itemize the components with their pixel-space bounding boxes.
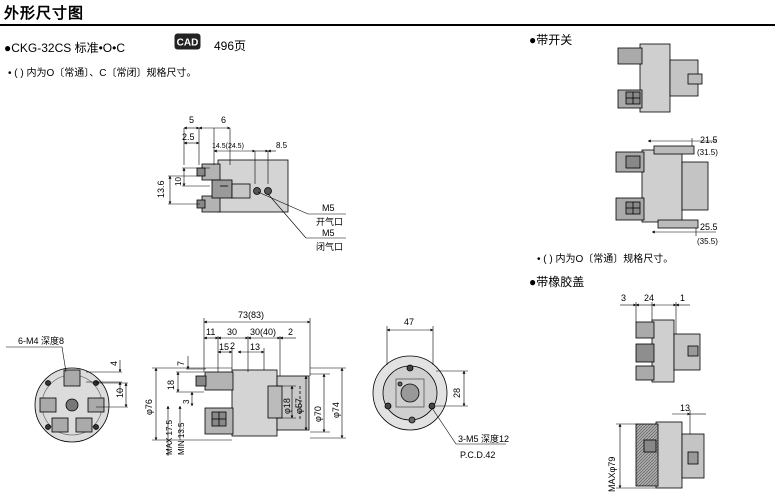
dim-2: 2: [288, 327, 293, 337]
rubber-top-view: [635, 319, 701, 383]
dim-4: 4: [109, 361, 119, 366]
label-close-port: 闭气口: [316, 241, 343, 252]
dim-73: 73(83): [238, 310, 264, 320]
dim-phi-70: φ70: [313, 406, 323, 422]
dim-18: 18: [166, 380, 176, 390]
dim-10-front: 10: [115, 388, 125, 398]
label-holes-m5: 3-M5 深度12: [458, 433, 509, 444]
dim-13: 13: [250, 342, 260, 352]
dim-phi-57: φ57: [294, 398, 304, 414]
dim-10: 10: [174, 177, 183, 186]
dim-30: 30: [227, 327, 237, 337]
label-open-port: 开气口: [316, 216, 343, 227]
dim-3-rubber: 3: [621, 293, 626, 303]
dim-max-17-5: MAX 17.5: [165, 419, 174, 455]
rubber-side-view: [635, 421, 705, 489]
dim-1: 1: [680, 293, 685, 303]
dim-13-rubber: 13: [680, 403, 690, 413]
front-dimensions: [6, 346, 128, 408]
dim-max-phi-79: MAXφ79: [607, 457, 617, 492]
dim-21-5: 21.5: [700, 135, 718, 145]
dim-24: 24: [644, 293, 654, 303]
dim-11: 11: [206, 327, 215, 337]
label-holes-m4: 6-M4 深度8: [18, 335, 64, 346]
dim-phi-74: φ74: [331, 402, 341, 418]
svg-text:CAD: CAD: [177, 38, 199, 49]
cad-page-link[interactable]: 496页: [214, 39, 247, 53]
dim-min-13-5: MIN 13.5: [177, 422, 186, 455]
cad-icon[interactable]: CAD: [174, 33, 201, 50]
top-dimensions: [168, 126, 346, 239]
dim-5: 5: [189, 115, 194, 125]
title-underline: [0, 24, 775, 26]
label-pcd: P.C.D.42: [460, 450, 495, 460]
label-m5-open: M5: [322, 203, 335, 213]
back-dimensions: [386, 326, 506, 445]
dim-8-5: 8.5: [276, 141, 288, 150]
dim-3: 3: [182, 399, 191, 404]
dim-6: 6: [221, 115, 226, 125]
dim-phi-18: φ18: [282, 398, 292, 414]
section-title: 外形尺寸图: [4, 5, 85, 22]
switch-header: ●带开关: [529, 33, 573, 47]
dim-25-5: 25.5: [700, 222, 718, 232]
gripper-top-view: [196, 159, 289, 213]
model-header: ●CKG-32CS 标准•O•C: [4, 41, 126, 55]
rubber-header: ●带橡胶盖: [529, 275, 585, 289]
dim-31-5: (31.5): [697, 148, 718, 157]
switch-top-view: [617, 43, 703, 113]
dim-15: 15: [219, 342, 229, 352]
dim-2-5: 2.5: [182, 132, 195, 142]
label-m5-close: M5: [322, 228, 335, 238]
dim-13-6: 13.6: [156, 180, 166, 198]
switch-dimensions: [647, 138, 716, 236]
rubber-dimensions: [616, 302, 706, 489]
dim-30-40: 30(40): [250, 327, 276, 337]
switch-side-view: [615, 145, 709, 229]
side-view: [195, 369, 310, 437]
dim-35-5: (35.5): [697, 237, 718, 246]
front-view: [34, 367, 110, 443]
switch-note: • ( ) 内为O〔常通〕规格尺寸。: [537, 254, 674, 265]
dim-2b: 2: [230, 341, 235, 351]
back-view: [372, 355, 448, 431]
dim-7: 7: [176, 361, 186, 366]
dim-47: 47: [404, 317, 414, 327]
side-dimensions: [152, 318, 346, 456]
dim-14-5: 14.5(24.5): [212, 143, 244, 150]
dim-28: 28: [452, 388, 462, 398]
dim-phi-76: φ76: [144, 399, 154, 415]
main-note: • ( ) 内为O〔常通〕、C〔常闭〕规格尺寸。: [8, 68, 197, 79]
